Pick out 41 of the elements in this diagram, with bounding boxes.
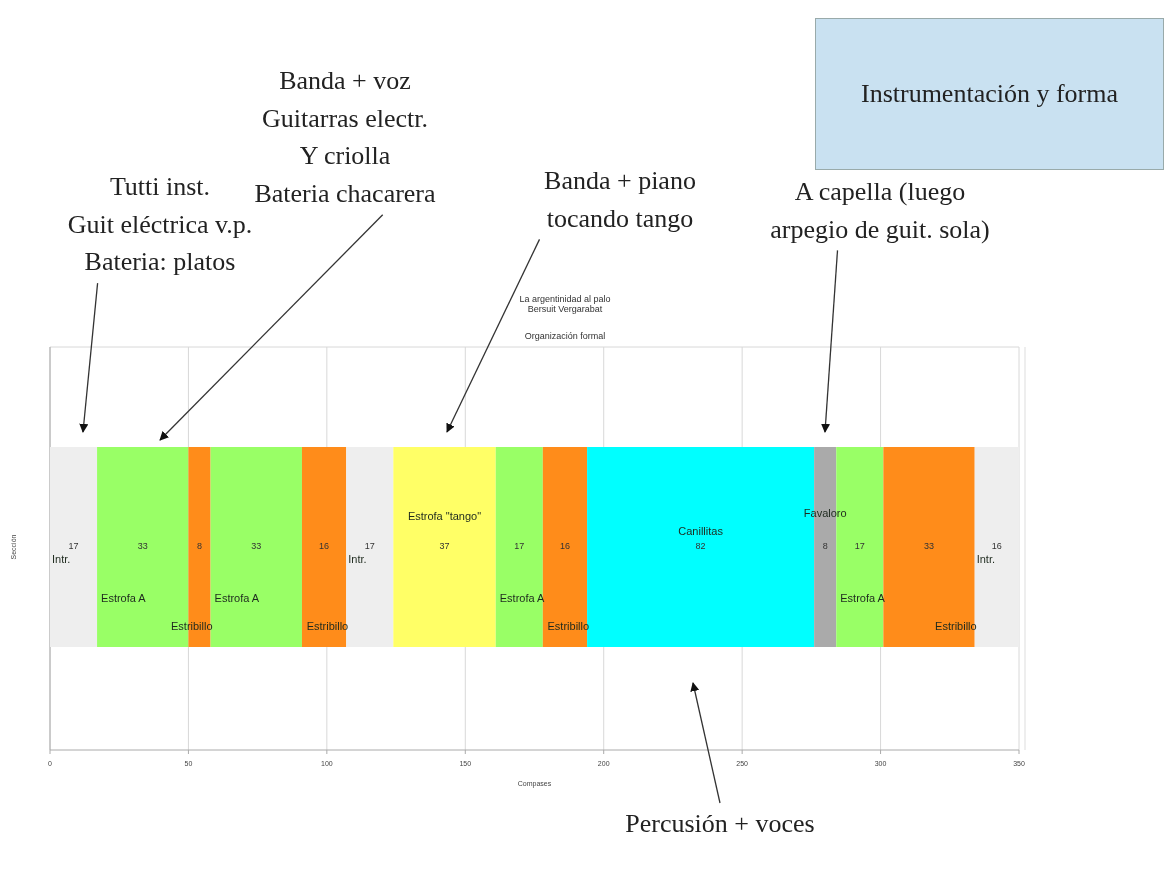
- annotation-text: Percusión + voces: [624, 808, 816, 840]
- value-label: 33: [251, 541, 262, 551]
- value-label: 8: [197, 541, 202, 551]
- chart-title: La argentinidad al palo Bersuit Vergarabat: [518, 294, 612, 314]
- box-title: Instrumentación y forma: [861, 78, 1118, 111]
- chart-subtitle: Organización formal: [523, 331, 607, 341]
- value-label: 8: [822, 541, 828, 551]
- value-label: 16: [319, 541, 330, 551]
- value-label: 17: [364, 541, 375, 551]
- annotation-text: Guit eléctrica v.p.: [66, 208, 254, 241]
- annotation-text: Bateria: platos: [83, 246, 237, 279]
- title-box: [815, 18, 1164, 170]
- annotation-text: Y criolla: [298, 140, 392, 173]
- annotation-text: Guitarras electr.: [261, 102, 429, 135]
- segment-label: Estrofa A: [499, 592, 545, 604]
- segment-label: Canillitas: [678, 525, 723, 537]
- annotation-text: Banda + voz: [278, 65, 412, 97]
- value-label: 17: [68, 541, 79, 551]
- arrow: [159, 214, 384, 441]
- arrow: [821, 249, 839, 433]
- segment-label: Intr.: [52, 553, 71, 565]
- arrow: [690, 682, 721, 804]
- value-label: 16: [559, 541, 570, 551]
- value-label: 16: [991, 541, 1002, 551]
- segment-label: Estrofa A: [214, 592, 260, 604]
- segment-label: Intr.: [348, 553, 367, 565]
- segment-label: Intr.: [976, 553, 996, 565]
- segment-label: Estrofa A: [101, 592, 146, 604]
- value-label: 82: [695, 541, 706, 551]
- value-label: 17: [514, 541, 525, 551]
- arrow: [79, 282, 99, 433]
- value-label: 17: [854, 541, 865, 551]
- value-label: 37: [439, 541, 450, 551]
- segment-label: Estrofa "tango": [407, 510, 482, 522]
- segment-label: Estrofa A: [840, 592, 885, 604]
- value-label: 33: [924, 541, 935, 551]
- arrow: [446, 238, 541, 433]
- annotation-text: Banda + piano tocando tango: [543, 165, 697, 235]
- segment-label: Estribillo: [171, 620, 213, 632]
- value-label: 33: [137, 541, 148, 551]
- annotation-text: A capella (luego arpegio de guit. sola): [769, 176, 991, 246]
